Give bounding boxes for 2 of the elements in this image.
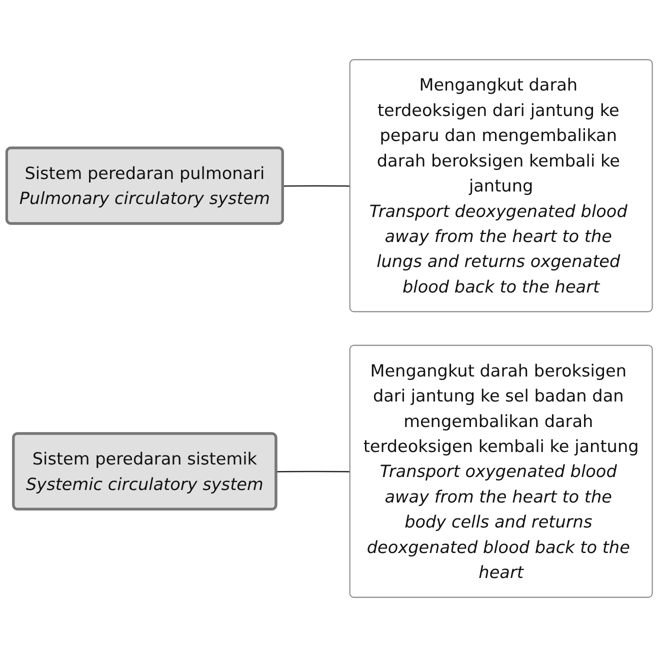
connector [283,185,350,187]
connector [276,470,350,472]
